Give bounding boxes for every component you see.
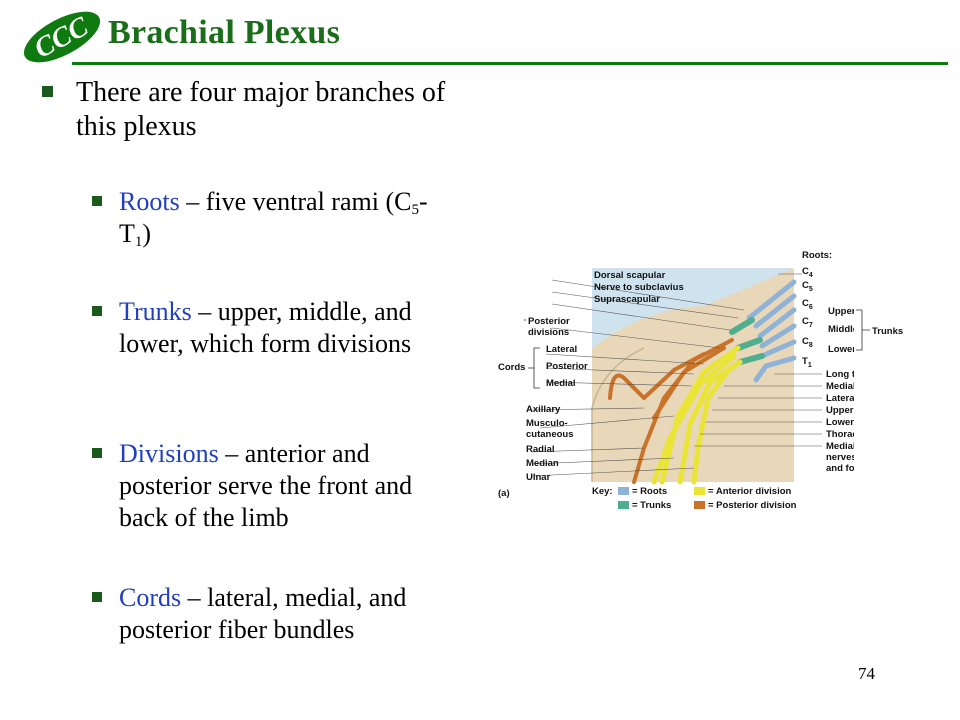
key-anterior-swatch — [694, 487, 705, 495]
bullet-square-icon — [92, 196, 102, 206]
key-roots-label: = Roots — [632, 486, 667, 497]
label-nerves-of-arm: nerves of the arm — [826, 452, 854, 463]
key-roots-swatch — [618, 487, 629, 495]
label-dorsal-scapular: Dorsal scapular — [594, 270, 666, 281]
label-lower: Lower — [828, 344, 854, 355]
label-lateral: Lateral — [546, 344, 577, 355]
label-trunks-heading: Trunks — [872, 326, 903, 337]
label-c8: C8 — [802, 336, 813, 349]
label-suprascapular: Suprascapular — [594, 294, 660, 305]
label-upper-subscapular: Upper subscapular — [826, 405, 854, 416]
label-c7: C7 — [802, 316, 813, 329]
anterior-division-nerves — [651, 345, 743, 485]
key-posterior-label: = Posterior division — [708, 500, 797, 511]
label-upper: Upper — [828, 306, 854, 317]
key-anterior-label: = Anterior division — [708, 486, 792, 497]
cords-bracket — [528, 347, 540, 389]
bullet-square-icon — [92, 448, 102, 458]
key-trunks-swatch — [618, 501, 629, 509]
divisions-term: Divisions — [119, 439, 219, 468]
label-roots-heading: Roots: — [802, 250, 832, 261]
trunks-desc: – upper, middle, and lower, which form d… — [119, 297, 412, 358]
label-divisions: divisions — [528, 327, 569, 338]
page-number: 74 — [858, 664, 875, 683]
label-musculo: Musculo- — [526, 418, 568, 429]
roots-text: Roots – five ventral rami (C5-T1) — [119, 186, 459, 250]
root-labels: Roots: C4 C5 C6 C7 C8 T1 Upper Middle Lo… — [802, 250, 854, 369]
label-panel-a: (a) — [498, 488, 510, 499]
intro-text: There are four major branches of this pl… — [76, 77, 446, 142]
label-posterior: Posterior — [528, 316, 570, 327]
label-thoracodorsal: Thoracodorsal — [826, 429, 854, 440]
label-cords-heading: Cords — [498, 362, 525, 373]
label-median: Median — [526, 458, 559, 469]
brachial-plexus-figure: Dorsal scapular Nerve to subclavius Supr… — [498, 250, 854, 511]
trunks-bracket — [856, 309, 870, 351]
label-and-forearm: and forearm — [826, 463, 854, 474]
cords-term: Cords — [119, 583, 182, 612]
roots-sub-5: 5 — [411, 202, 419, 218]
divisions-text: Divisions – anterior and posterior serve… — [119, 438, 459, 534]
label-key: Key: — [592, 486, 613, 497]
figure-key: (a) Key: = Roots = Trunks = Anterior div… — [498, 486, 797, 511]
label-ulnar: Ulnar — [526, 472, 551, 483]
key-trunks-label: = Trunks — [632, 500, 671, 511]
right-labels: Long thoracic Medial pectoral Lateral pe… — [826, 369, 854, 474]
label-long-thoracic: Long thoracic — [826, 369, 854, 380]
label-leader-lines — [531, 273, 822, 477]
label-lateral-pectoral: Lateral pectoral — [826, 393, 854, 404]
label-c5: C5 — [802, 280, 813, 293]
label-posterior-cord: Posterior — [546, 361, 588, 372]
label-medial-cutaneous: Medial cutaneous — [826, 441, 854, 452]
cords-desc: – lateral, medial, and posterior fiber b… — [119, 583, 407, 644]
label-axillary: Axillary — [526, 404, 561, 415]
label-middle: Middle — [828, 324, 854, 335]
label-lower-subscapular: Lower subscapular — [826, 417, 854, 428]
label-radial: Radial — [526, 444, 555, 455]
label-medial: Medial — [546, 378, 576, 389]
roots-desc-a: – five ventral rami (C — [179, 187, 412, 216]
label-medial-pectoral: Medial pectoral — [826, 381, 854, 392]
label-nerve-to-subclavius: Nerve to subclavius — [594, 282, 684, 293]
shoulder-shape — [592, 268, 794, 482]
label-c6: C6 — [802, 298, 813, 311]
roots-sub-1: 1 — [134, 234, 143, 250]
roots-nerves — [746, 279, 797, 383]
slide-title: Brachial Plexus — [108, 14, 341, 51]
roots-term: Roots — [119, 187, 180, 216]
title-divider — [72, 62, 948, 65]
bullet-square-icon — [92, 306, 102, 316]
roots-desc-c: ) — [142, 219, 152, 248]
label-t1: T1 — [802, 356, 812, 369]
roots-desc-b: -T — [119, 187, 428, 248]
trunks-bracket-group: Trunks — [856, 309, 903, 351]
label-cutaneous: cutaneous — [526, 429, 574, 440]
college-logo: CCC — [23, 11, 101, 65]
label-c4: C4 — [802, 266, 813, 279]
trunks-term: Trunks — [119, 297, 192, 326]
divisions-desc: – anterior and posterior serve the front… — [119, 439, 413, 532]
bullet-square-icon — [42, 86, 53, 97]
bullet-square-icon — [92, 592, 102, 602]
trunks-text: Trunks – upper, middle, and lower, which… — [119, 296, 459, 360]
left-labels: Dorsal scapular Nerve to subclavius Supr… — [498, 270, 684, 483]
cords-text: Cords – lateral, medial, and posterior f… — [119, 582, 459, 646]
key-posterior-swatch — [694, 501, 705, 509]
trunks-nerves — [729, 317, 765, 365]
